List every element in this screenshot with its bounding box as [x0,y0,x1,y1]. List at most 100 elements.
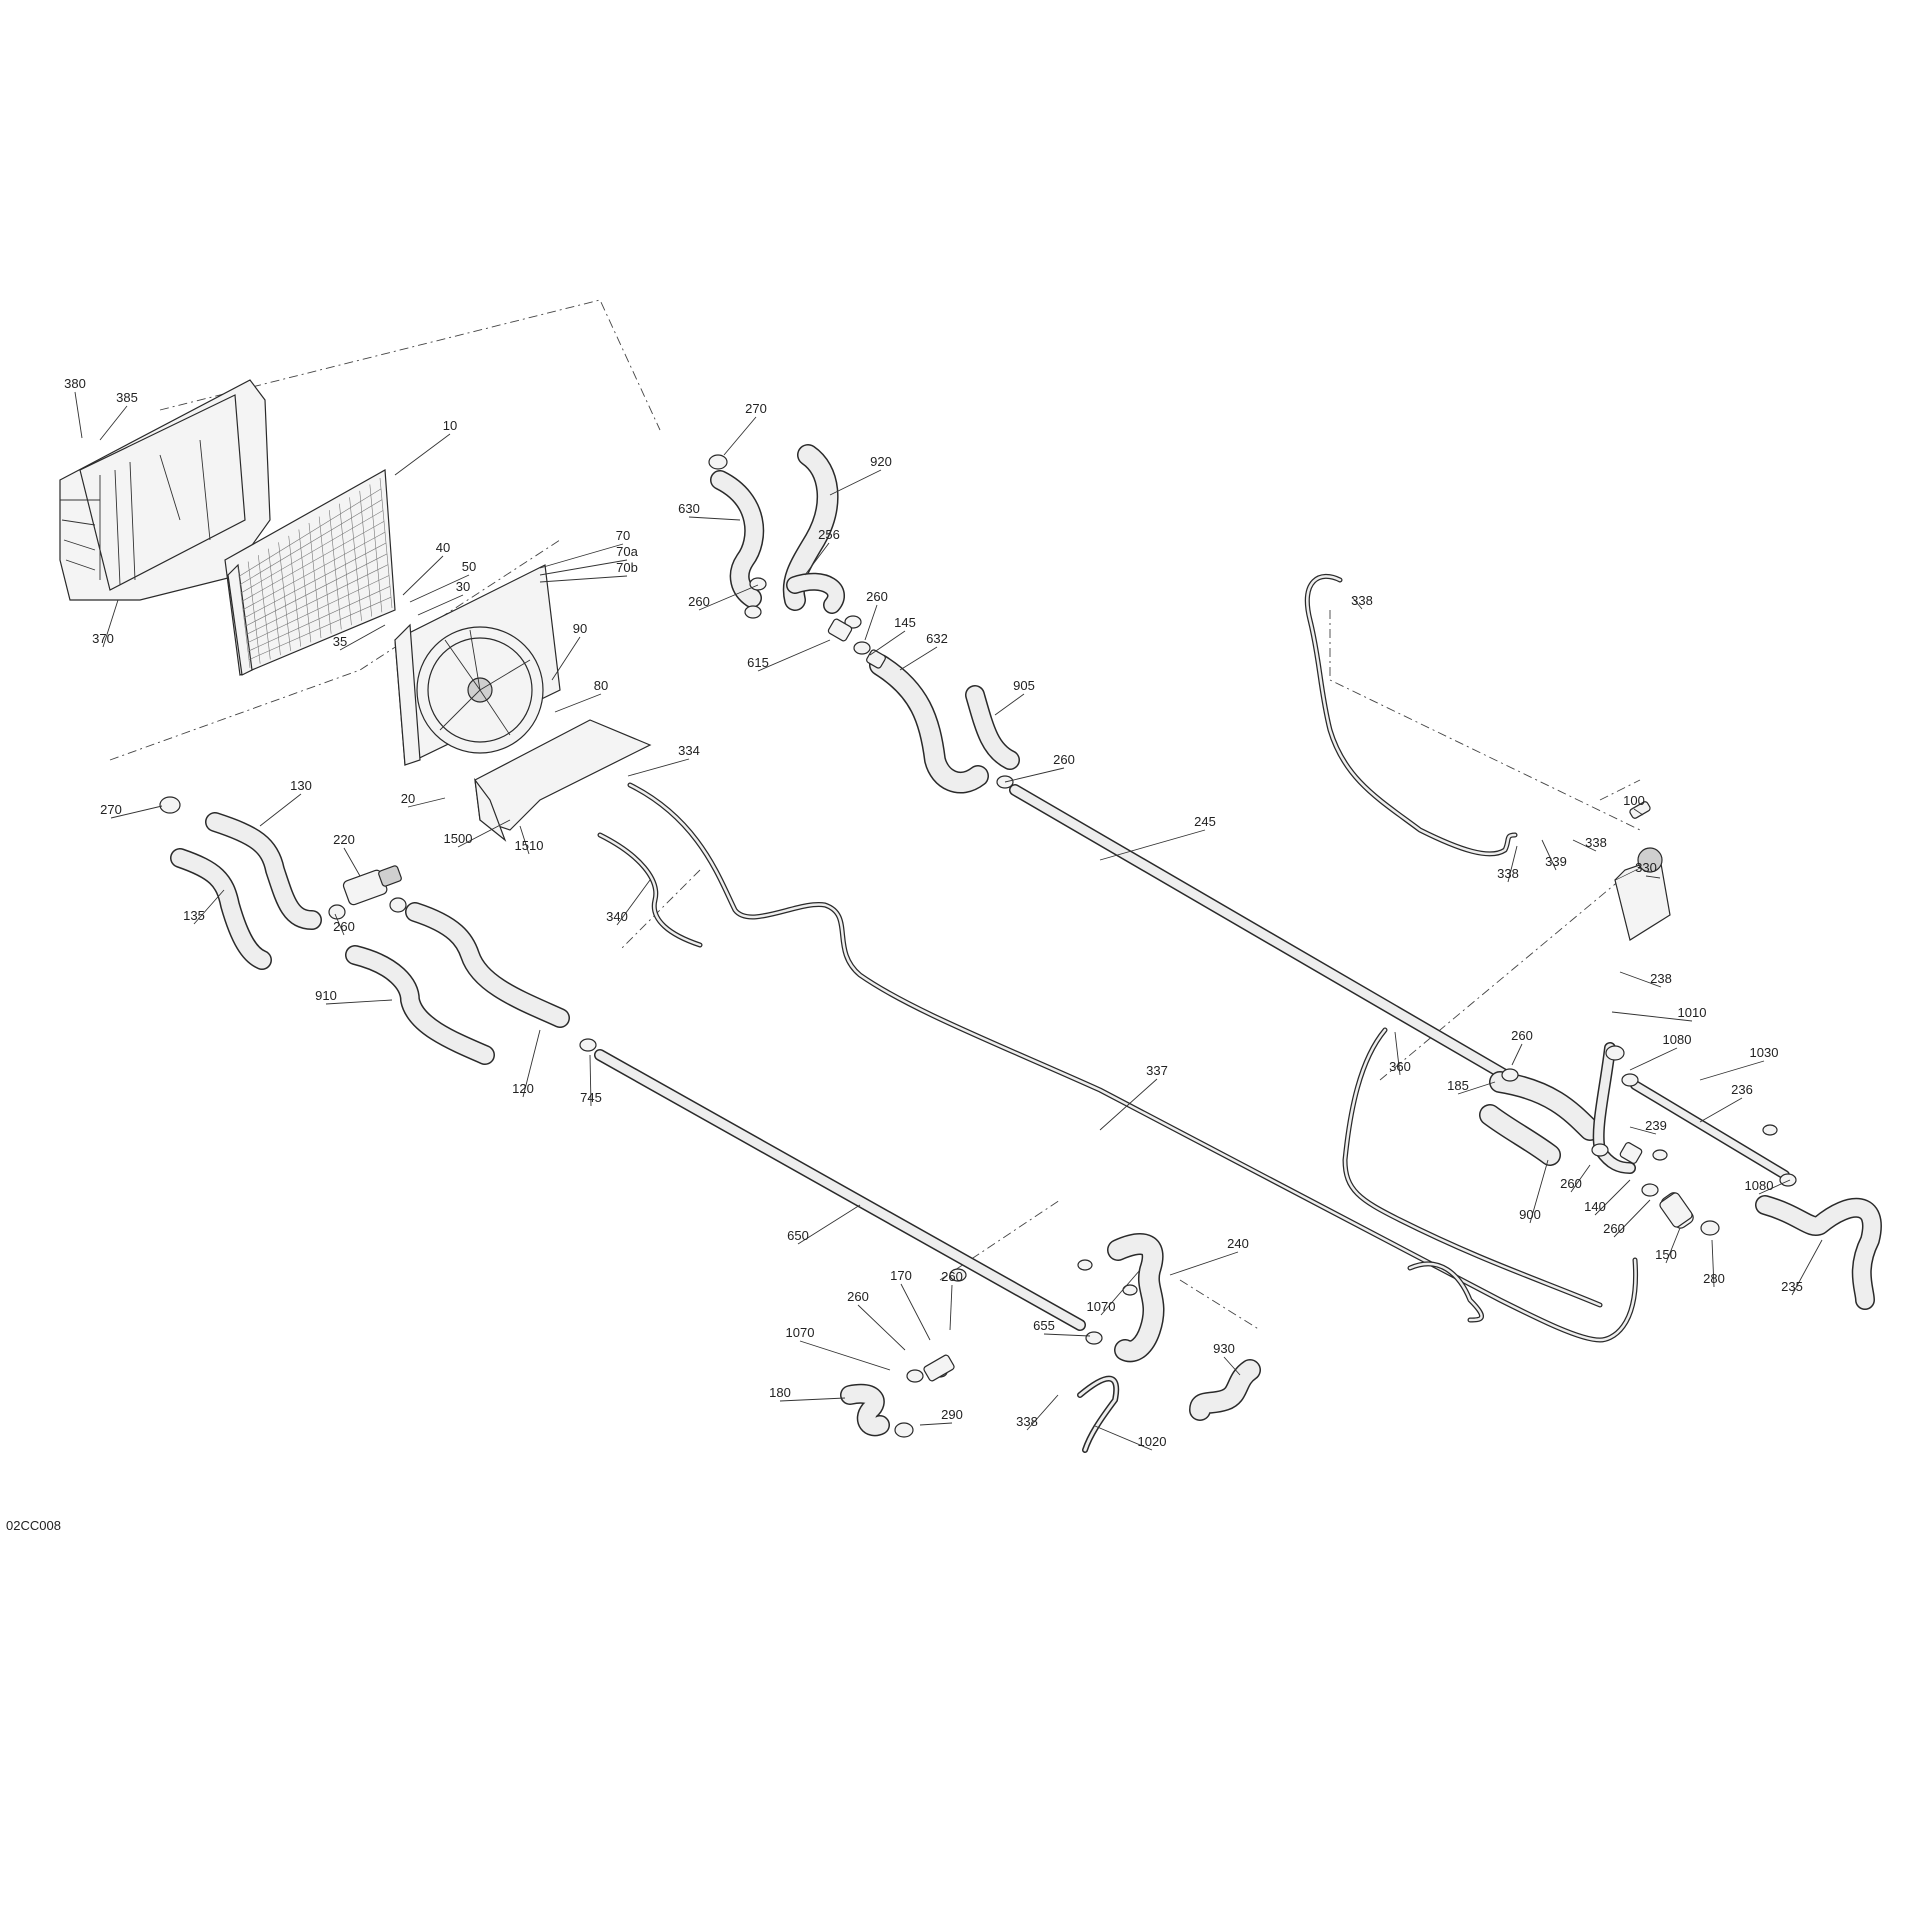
callout-leader-c70a [539,559,628,576]
hoses-upper [710,444,1020,794]
callout-label-c260f: 260 [1560,1176,1582,1191]
callout-label-c360: 360 [1389,1059,1411,1074]
callout-leader-c260c [864,604,878,641]
callout-leader-c1080b [1758,1179,1791,1195]
callout-label-c338c: 338 [1497,866,1519,881]
callout-label-c338d: 338 [1016,1414,1038,1429]
callout-leader-c260e [1511,1043,1523,1066]
callout-label-c650: 650 [787,1228,809,1243]
callout-leader-c180 [779,1397,846,1402]
cable-337 [597,782,1639,1343]
callout-leader-c270b [723,416,757,456]
callout-leader-c334 [627,758,690,777]
callout-leader-c655 [1043,1333,1091,1337]
callout-label-c30: 30 [456,579,470,594]
callout-leader-c170 [900,1283,931,1341]
callout-label-c905: 905 [1013,678,1035,693]
callout-leader-c270a [110,805,163,819]
cable-338-upper [1304,573,1518,857]
thermostat-housing-220 [342,865,402,906]
callout-leader-c340 [616,879,651,926]
pipe-245 [1009,784,1511,1081]
callout-label-c339: 339 [1545,854,1567,869]
callout-leader-c632 [899,646,938,671]
deflector-1500 [474,719,652,842]
callout-label-c260d: 260 [1053,752,1075,767]
callout-label-c70a: 70a [616,544,638,559]
callout-label-c10: 10 [443,418,457,433]
callout-label-c238: 238 [1650,971,1672,986]
callout-leader-c930 [1223,1356,1241,1376]
callout-leader-c260b [698,584,759,611]
callout-leader-c1010 [1611,1011,1693,1022]
callout-leader-c145 [869,630,906,656]
callout-label-c140: 140 [1584,1199,1606,1214]
callout-leader-c339 [1541,839,1557,871]
callout-label-c135: 135 [183,908,205,923]
callout-label-c260c: 260 [866,589,888,604]
hoses-lower-center [840,1233,1261,1453]
callout-leader-c1500 [457,819,511,848]
callout-label-c910: 910 [315,988,337,1003]
callout-label-c145: 145 [894,615,916,630]
callout-leader-c337 [1099,1078,1158,1131]
callout-leader-c100 [1633,808,1644,816]
callout-leader-c280 [1711,1239,1715,1288]
pipe-650 [594,1049,1086,1331]
callout-label-c370: 370 [92,631,114,646]
callout-label-c170: 170 [890,1268,912,1283]
callout-leader-c360 [1394,1031,1401,1076]
callout-label-c334: 334 [678,743,700,758]
callout-label-c632: 632 [926,631,948,646]
callout-label-c340: 340 [606,909,628,924]
figure-id: 02CC008 [6,1518,61,1533]
callout-leader-c90 [551,636,581,681]
callout-leader-c260i [949,1284,953,1331]
callout-label-c900: 900 [1519,1207,1541,1222]
callout-label-c70b: 70b [616,560,638,575]
callout-leader-c290 [919,1422,953,1426]
callout-label-c1030: 1030 [1750,1045,1779,1060]
callout-leader-c330 [1645,875,1661,879]
callout-label-c920: 920 [870,454,892,469]
callout-leader-c20 [407,797,446,808]
callout-leader-c1510 [519,825,530,855]
callout-label-c260h: 260 [847,1289,869,1304]
callout-label-c1080a: 1080 [1663,1032,1692,1047]
callout-leader-c70 [539,543,624,569]
callout-label-c180: 180 [769,1385,791,1400]
callout-leader-c650 [797,1204,861,1245]
callout-leader-c338a [1351,596,1363,610]
callout-leader-c239 [1629,1126,1657,1135]
callout-label-c100: 100 [1623,793,1645,808]
callout-label-c1070b: 1070 [786,1325,815,1340]
callout-leader-c50 [409,574,470,603]
callout-label-c280: 280 [1703,1271,1725,1286]
callout-label-c260a: 260 [333,919,355,934]
callout-label-c70: 70 [616,528,630,543]
callout-leader-c615 [757,639,831,672]
hoses-right [1479,1042,1882,1310]
callout-leader-c130 [259,793,302,827]
callout-leader-c260d [1004,767,1065,783]
callout-label-c290: 290 [941,1407,963,1422]
callout-label-c630: 630 [678,501,700,516]
callout-label-c80: 80 [594,678,608,693]
callout-label-c90: 90 [573,621,587,636]
hose-clamps [159,454,1797,1438]
callout-label-c1080b: 1080 [1745,1178,1774,1193]
callout-leader-c256 [804,542,830,576]
fan-assembly-70 [394,564,561,766]
callout-label-c20: 20 [401,791,415,806]
callout-leader-c260f [1570,1164,1591,1193]
callout-label-c338b: 338 [1585,835,1607,850]
callout-label-c120: 120 [512,1081,534,1096]
callout-label-c1010: 1010 [1678,1005,1707,1020]
callout-label-c245: 245 [1194,814,1216,829]
callout-leader-c905 [994,693,1025,716]
callout-label-c330: 330 [1635,860,1657,875]
callout-label-c185: 185 [1447,1078,1469,1093]
